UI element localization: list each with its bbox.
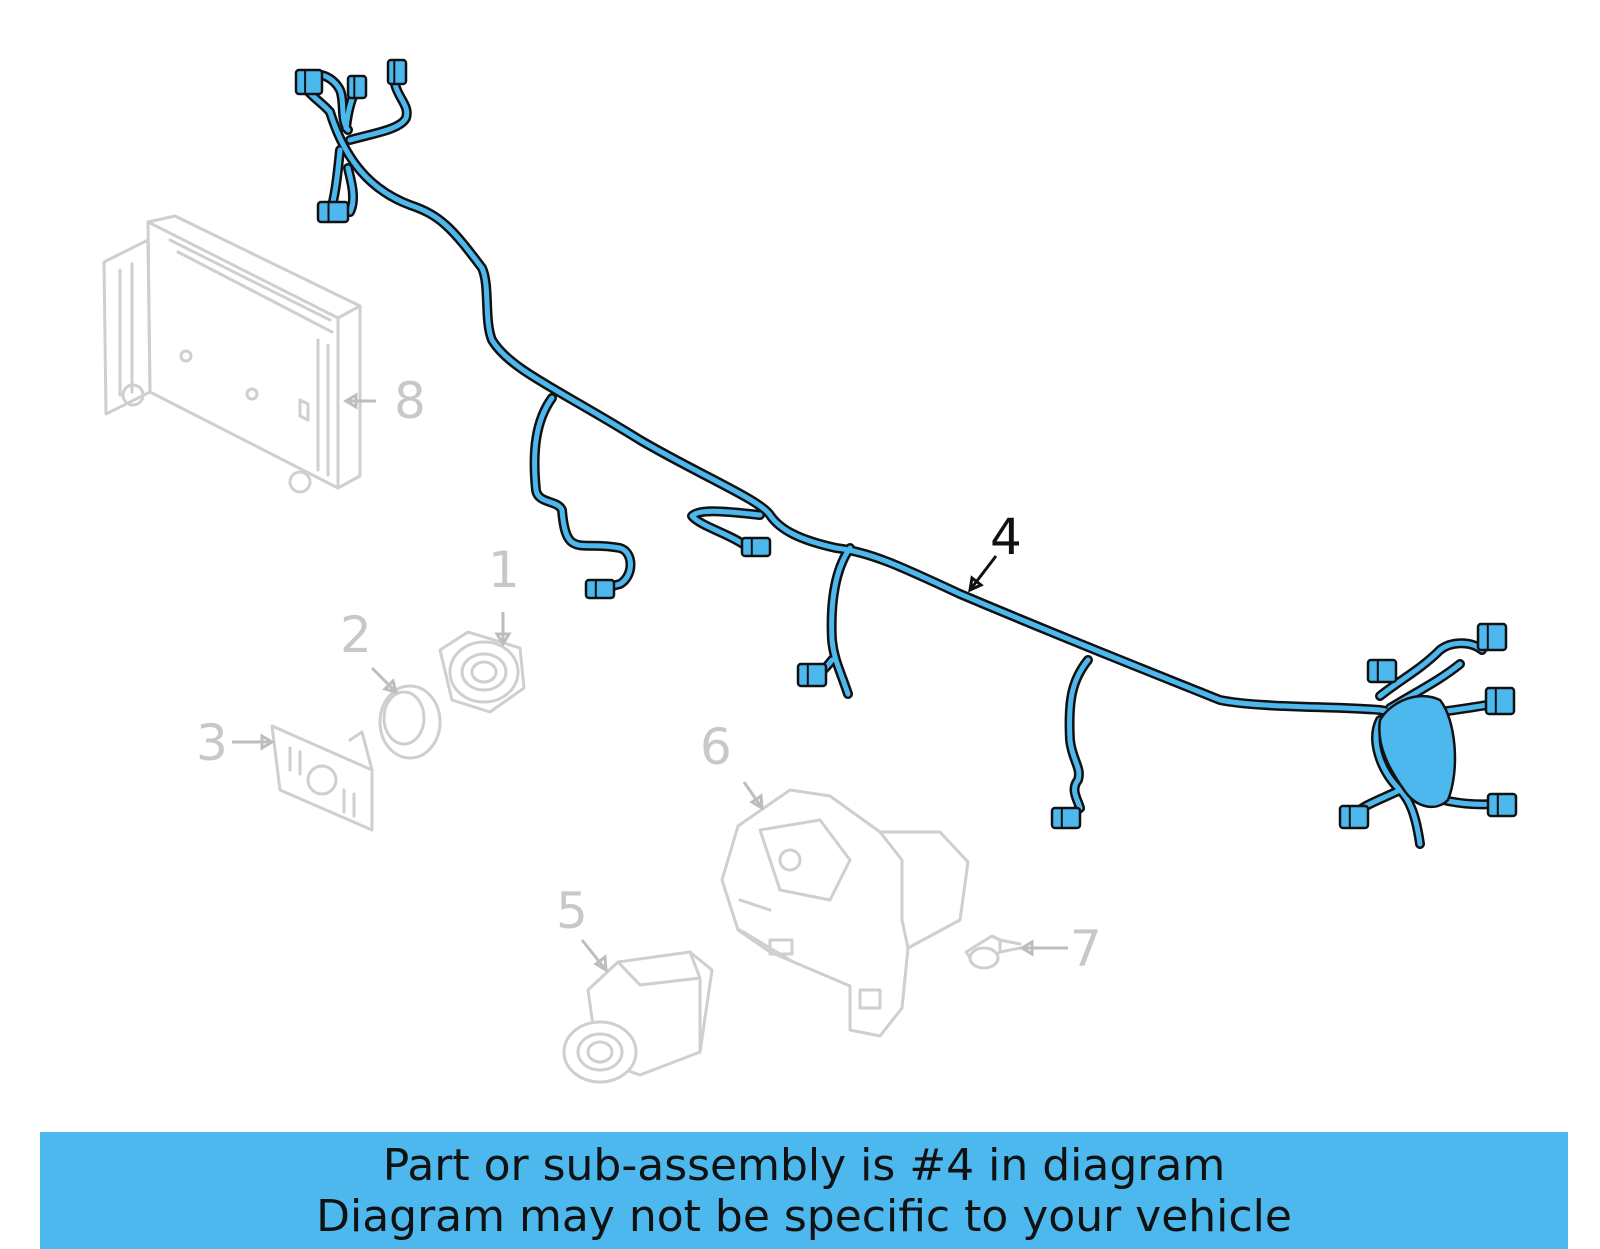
harness-connector xyxy=(1050,806,1082,830)
part-6-mount-bracket[interactable] xyxy=(720,788,970,1038)
harness-wire xyxy=(347,81,410,143)
info-banner: Part or sub-assembly is #4 in diagram Di… xyxy=(40,1132,1568,1249)
part-7-screw[interactable] xyxy=(964,934,1022,970)
callout-3[interactable]: 3 xyxy=(196,714,228,772)
part-2-grommet[interactable] xyxy=(378,684,442,760)
harness-connector xyxy=(1338,804,1370,830)
harness-connector xyxy=(316,200,350,224)
harness-wire xyxy=(1065,657,1091,821)
harness-wire xyxy=(327,109,1423,743)
callout-1[interactable]: 1 xyxy=(488,541,520,599)
callout-8[interactable]: 8 xyxy=(394,372,426,430)
harness-wire xyxy=(829,545,853,697)
harness-connector xyxy=(584,578,616,600)
callout-4[interactable]: 4 xyxy=(990,508,1022,566)
harness-junction-housing xyxy=(1378,694,1457,809)
callout-arrows xyxy=(232,392,1068,973)
callout-6[interactable]: 6 xyxy=(700,718,732,776)
banner-line-disclaimer: Diagram may not be specific to your vehi… xyxy=(316,1190,1292,1242)
callout-5[interactable]: 5 xyxy=(556,882,588,940)
harness-connector xyxy=(1366,658,1398,684)
part-3-bracket[interactable] xyxy=(270,724,374,832)
harness-wire xyxy=(532,395,633,591)
harness-wire xyxy=(345,165,356,215)
part-8-control-module[interactable] xyxy=(102,214,362,494)
harness-connector xyxy=(740,536,772,558)
harness-connector xyxy=(346,74,368,100)
callout-2[interactable]: 2 xyxy=(340,606,372,664)
part-5-camera[interactable] xyxy=(562,950,714,1084)
harness-wire xyxy=(1377,647,1443,699)
banner-line-part-number: Part or sub-assembly is #4 in diagram xyxy=(382,1139,1226,1191)
harness-connector xyxy=(1486,792,1518,818)
callout-7[interactable]: 7 xyxy=(1070,920,1102,978)
harness-connector xyxy=(1484,686,1516,716)
harness-connector xyxy=(386,58,408,86)
part-1-parking-sensor[interactable] xyxy=(438,630,526,714)
harness-wire xyxy=(689,508,763,549)
harness-connector xyxy=(1476,622,1508,652)
harness-connector xyxy=(294,68,324,96)
harness-connector xyxy=(796,662,828,688)
part-4-wiring-harness[interactable] xyxy=(294,58,1518,849)
